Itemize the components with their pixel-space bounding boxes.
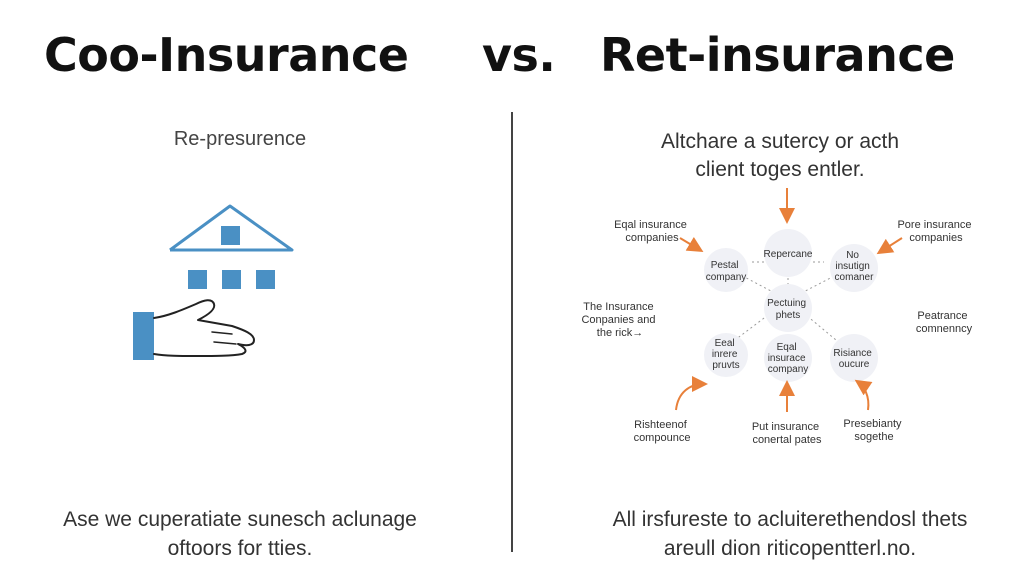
roof-icon (169, 204, 294, 252)
house-hand-icon (133, 204, 294, 360)
node-bottom-right-label: Risiance oucure (833, 348, 874, 370)
node-bottom-center-label: Eqal insurace company (768, 342, 809, 375)
node-top-label: Repercane (764, 249, 813, 260)
node-top-left-label: Pestal company (706, 260, 747, 283)
center-divider (511, 112, 513, 552)
page-title: Coo-Insurance vs. Ret-insurance (0, 28, 1024, 98)
arrow-lower-right (854, 379, 873, 411)
node-top-left (704, 248, 748, 292)
right-caption-line-2: areull dion riticopentterl.no. (663, 537, 917, 560)
right-heading-line-2: client toges entler. (695, 158, 865, 181)
node-bottom-left (704, 333, 748, 377)
node-top-right (830, 244, 878, 292)
arrow-lower-left (675, 376, 708, 411)
label-lower-center: Put insurance conertal pates (752, 421, 822, 446)
node-top (764, 229, 812, 277)
block-1 (188, 270, 207, 289)
node-bottom-center (764, 334, 812, 382)
label-lower-left: Rishteenof compounce (634, 419, 691, 444)
right-caption-line-1: All irsfureste to acluiterethendosl thet… (612, 508, 968, 531)
label-lower-right: Presebianty sogethe (843, 418, 904, 443)
reinsurance-diagram: Repercane Pestal company No insutign com… (581, 188, 974, 446)
label-mid-left: The Insurance Conpanies and the rick→ (581, 301, 658, 339)
left-caption-line-2: oftoors for tties. (167, 537, 313, 560)
node-center (764, 284, 812, 332)
roof-block (221, 226, 240, 245)
left-heading: Re-presurence (173, 128, 307, 150)
arrow-upper-left (679, 236, 704, 253)
right-heading: Altchare a sutercy or acth client toges … (620, 128, 940, 184)
left-caption-line-1: Ase we cuperatiate sunesch aclunage (63, 508, 417, 531)
title-coinsurance: Coo-Insurance (44, 28, 409, 82)
hand-icon (153, 299, 255, 357)
title-reinsurance: Ret-insurance (600, 28, 955, 82)
node-bottom-right (830, 334, 878, 382)
arrow-upper-right (876, 237, 903, 255)
right-caption: All irsfureste to acluiterethendosl thet… (580, 505, 1000, 563)
label-upper-right: Pore insurance companies (897, 219, 974, 244)
arrows (675, 188, 903, 412)
sleeve-cuff (133, 312, 154, 360)
label-upper-left: Eqal insurance companies (614, 219, 690, 244)
node-top-right-label: No insutign comaner (835, 250, 875, 283)
right-heading-line-1: Altchare a sutercy or acth (660, 130, 900, 153)
left-caption: Ase we cuperatiate sunesch aclunage ofto… (40, 505, 440, 563)
node-center-label: Pectuing phets (767, 298, 809, 321)
block-2 (222, 270, 241, 289)
label-mid-right: Peatrance comnenncy (916, 310, 973, 335)
title-vs: vs. (482, 28, 556, 82)
node-bottom-left-label: Eeal inrere pruvts (712, 338, 740, 371)
block-3 (256, 270, 275, 289)
